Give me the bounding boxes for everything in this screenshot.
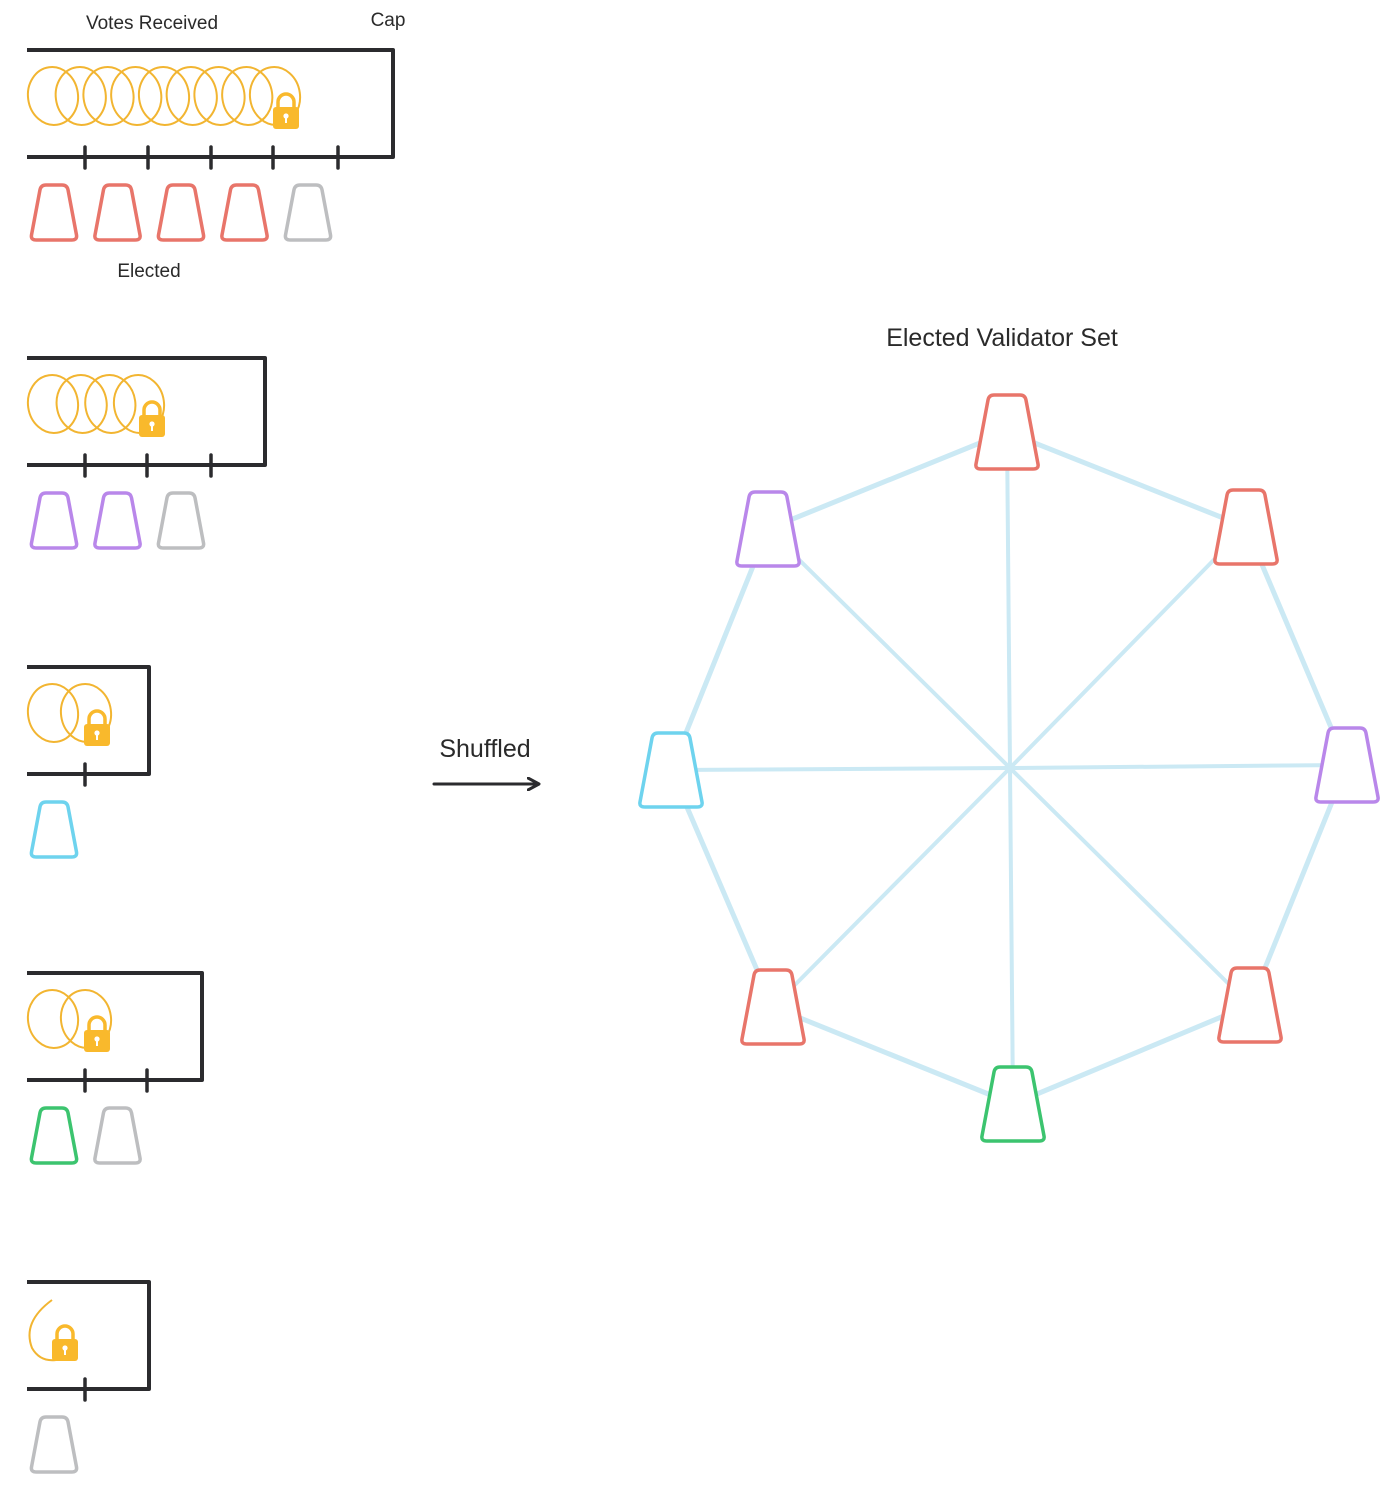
- validator-node: [29, 1415, 79, 1474]
- network-ring-edge: [1004, 429, 1249, 530]
- lock-icon: [139, 400, 165, 437]
- network-spoke: [1008, 525, 1248, 770]
- validator-set-node: [980, 1065, 1046, 1143]
- validator-node: [283, 183, 333, 242]
- elected-label: Elected: [117, 261, 180, 282]
- candidate-row: [26, 665, 151, 859]
- validator-set-node: [735, 490, 801, 568]
- network-ring-edge: [1010, 1002, 1253, 1107]
- network-spoke: [1005, 430, 1012, 770]
- network-ring-edge: [1247, 762, 1350, 1008]
- validator-node: [156, 183, 206, 242]
- network-spoke: [1008, 766, 1015, 1106]
- candidate-row: [26, 48, 395, 242]
- validator-node: [93, 1106, 142, 1165]
- candidate-row: [26, 356, 267, 550]
- network-ring-edge: [668, 767, 776, 1010]
- validator-set-node: [740, 968, 806, 1046]
- votes-coil: [28, 1299, 57, 1362]
- validator-set-node: [1314, 726, 1380, 804]
- lock-icon: [273, 92, 299, 129]
- lock-icon: [84, 1015, 110, 1052]
- lock-icon: [52, 1324, 78, 1361]
- validator-node: [93, 491, 142, 550]
- network-spoke: [1008, 763, 1349, 770]
- network-ring-edge: [668, 526, 771, 773]
- network-ring-edge: [1243, 524, 1350, 768]
- network-spoke: [771, 766, 1012, 1009]
- validator-node: [220, 183, 269, 242]
- validator-node: [29, 800, 79, 859]
- validator-set-title: Elected Validator Set: [886, 324, 1118, 352]
- validator-node: [29, 1106, 79, 1165]
- lock-icon: [84, 709, 110, 746]
- votes-received-label: Votes Received: [86, 13, 218, 34]
- votes-coil: [26, 374, 166, 434]
- candidate-row: [27, 1280, 151, 1474]
- validator-node: [93, 183, 142, 242]
- network-spoke: [669, 766, 1012, 772]
- validator-node: [29, 491, 79, 550]
- network-ring-edge: [765, 429, 1010, 532]
- votes-coil: [26, 66, 302, 126]
- validator-node: [156, 491, 206, 550]
- validator-network: [638, 393, 1380, 1143]
- validator-set-node: [638, 731, 704, 809]
- shuffled-label: Shuffled: [439, 735, 530, 763]
- vote-cap-frame: [27, 356, 267, 467]
- network-spoke: [1008, 766, 1252, 1007]
- validator-node: [29, 183, 79, 242]
- validator-set-node: [1213, 488, 1279, 566]
- validator-set-node: [974, 393, 1040, 471]
- cap-label: Cap: [371, 10, 406, 31]
- candidate-row: [26, 971, 204, 1165]
- candidate-list: [26, 48, 395, 1474]
- vote-cap-frame: [27, 48, 395, 159]
- vote-cap-frame: [27, 971, 204, 1082]
- network-links: [668, 429, 1350, 1107]
- vote-cap-frame: [27, 665, 151, 776]
- network-spoke: [766, 527, 1012, 770]
- vote-cap-frame: [27, 1280, 151, 1391]
- network-ring-edge: [770, 1004, 1016, 1107]
- validator-set-node: [1217, 966, 1283, 1044]
